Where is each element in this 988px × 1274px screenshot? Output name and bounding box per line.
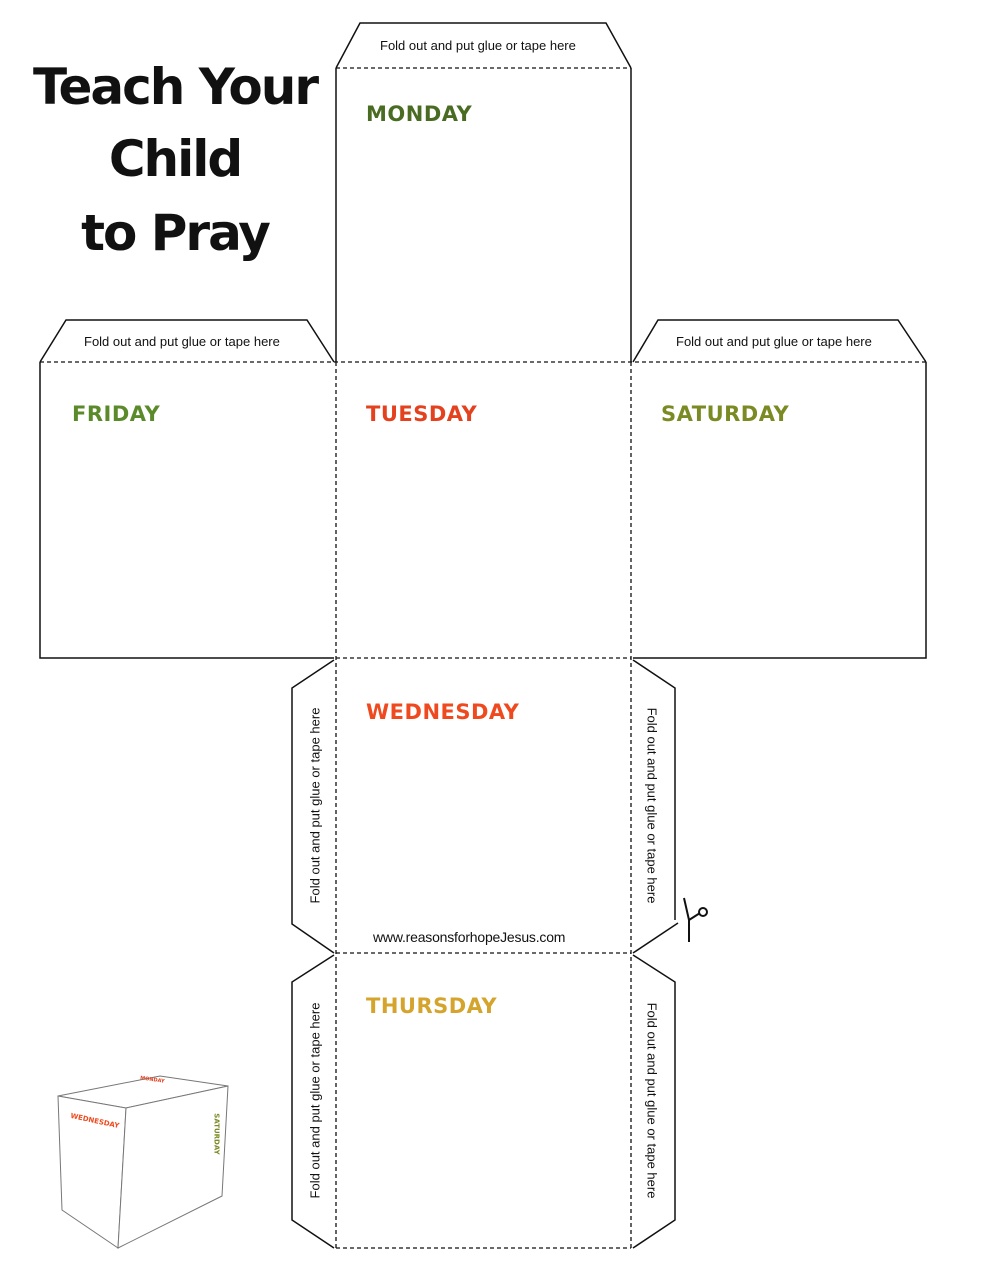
thursday-right-tab-label: Fold out and put glue or tape here [644,1002,660,1199]
monday-label: MONDAY [366,102,473,126]
saturday-face [633,362,927,659]
wednesday-label: WEDNESDAY [366,700,520,724]
thursday-right-tab [632,954,676,1249]
wednesday-left-tab [291,659,335,954]
wednesday-right-tab-label: Fold out and put glue or tape here [644,707,660,904]
thursday-left-tab [291,954,335,1249]
scissors-icon [683,897,708,942]
thursday-label: THURSDAY [366,994,498,1018]
page-title-line-2: Child [108,130,243,188]
wednesday-left-tab-label: Fold out and put glue or tape here [307,707,323,904]
friday-tab-label: Fold out and put glue or tape here [84,334,280,349]
saturday-glue-tab [632,319,927,363]
page-title-line-3: to Pray [81,204,271,262]
page-title-line-1: Teach Your [33,58,319,116]
friday-face [39,362,334,659]
website-url: www.reasonsforhopeJesus.com [373,929,566,945]
saturday-label: SATURDAY [661,402,790,426]
tuesday-label: TUESDAY [366,402,478,426]
preview-cube-icon [57,1075,229,1249]
preview-cube-right-label: SATURDAY [212,1113,221,1155]
wednesday-right-tab [632,659,676,920]
thursday-left-tab-label: Fold out and put glue or tape here [307,1002,323,1199]
top-tab-label: Fold out and put glue or tape here [380,38,576,53]
friday-label: FRIDAY [72,402,161,426]
friday-glue-tab [39,319,335,363]
top-glue-tab [335,22,632,69]
saturday-tab-label: Fold out and put glue or tape here [676,334,872,349]
